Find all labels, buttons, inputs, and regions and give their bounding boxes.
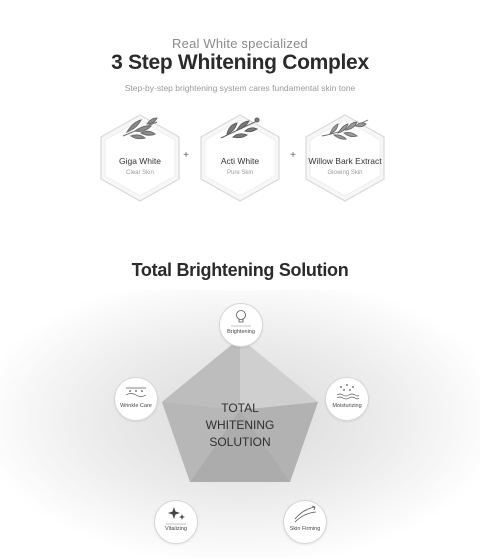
ingredient-name: Giga White bbox=[118, 156, 162, 166]
benefit-moisturizing: Moisturizing bbox=[325, 377, 369, 421]
section-eyebrow: Real White specialized bbox=[172, 36, 308, 51]
benefit-skin-firming: Skin Firming bbox=[283, 500, 327, 544]
section-title: 3 Step Whitening Complex bbox=[111, 51, 369, 74]
benefit-label: Brightening bbox=[227, 329, 255, 335]
center-line: TOTAL bbox=[221, 401, 259, 415]
ingredient-hexagon-willow-bark: Willow Bark Extract Glowing Skin bbox=[302, 112, 388, 204]
section-description: Step-by-step brightening system cares fu… bbox=[124, 83, 356, 93]
center-label: TOTAL WHITENING SOLUTION bbox=[180, 400, 300, 451]
benefit-label: Moisturizing bbox=[332, 403, 362, 409]
firming-lines-icon bbox=[294, 505, 317, 523]
solution-title: Total Brightening Solution bbox=[131, 260, 349, 280]
leaf-bundle-illustration bbox=[122, 117, 158, 140]
solution-diagram: TOTAL WHITENING SOLUTION Brightening Moi… bbox=[0, 290, 480, 559]
ingredient-subtitle: Clear Skin bbox=[126, 170, 154, 176]
benefit-brightening: Brightening bbox=[219, 303, 263, 347]
plus-separator: + bbox=[183, 150, 189, 161]
benefit-label: Wrinkle Care bbox=[120, 403, 152, 409]
three-step-section: Real White specialized 3 Step Whitening … bbox=[0, 0, 480, 230]
benefit-label: Skin Firming bbox=[289, 526, 321, 532]
lightbulb-icon bbox=[231, 310, 251, 327]
benefit-label: Vitalizing bbox=[165, 526, 187, 532]
ingredient-subtitle: Glowing Skin bbox=[327, 170, 363, 176]
plus-separator: + bbox=[290, 150, 296, 161]
sparkle-icon bbox=[166, 507, 186, 525]
wrinkle-care-icon bbox=[125, 387, 147, 397]
ingredient-name: Acti White bbox=[220, 156, 260, 166]
benefit-wrinkle-care: Wrinkle Care bbox=[114, 377, 158, 421]
ingredient-name: Willow Bark Extract bbox=[308, 156, 382, 166]
center-line: WHITENING bbox=[205, 418, 275, 432]
benefit-vitalizing: Vitalizing bbox=[154, 500, 198, 544]
ingredient-hexagon-giga-white: Giga White Clear Skin bbox=[97, 112, 183, 204]
willow-branch-illustration bbox=[321, 119, 369, 140]
center-line: SOLUTION bbox=[209, 435, 271, 449]
herb-sprig-illustration bbox=[220, 117, 260, 139]
water-drops-icon bbox=[336, 384, 360, 400]
ingredient-hexagon-acti-white: Acti White Pure Skin bbox=[197, 112, 283, 204]
pentagon-background bbox=[0, 290, 480, 559]
ingredient-subtitle: Pure Skin bbox=[226, 170, 253, 176]
